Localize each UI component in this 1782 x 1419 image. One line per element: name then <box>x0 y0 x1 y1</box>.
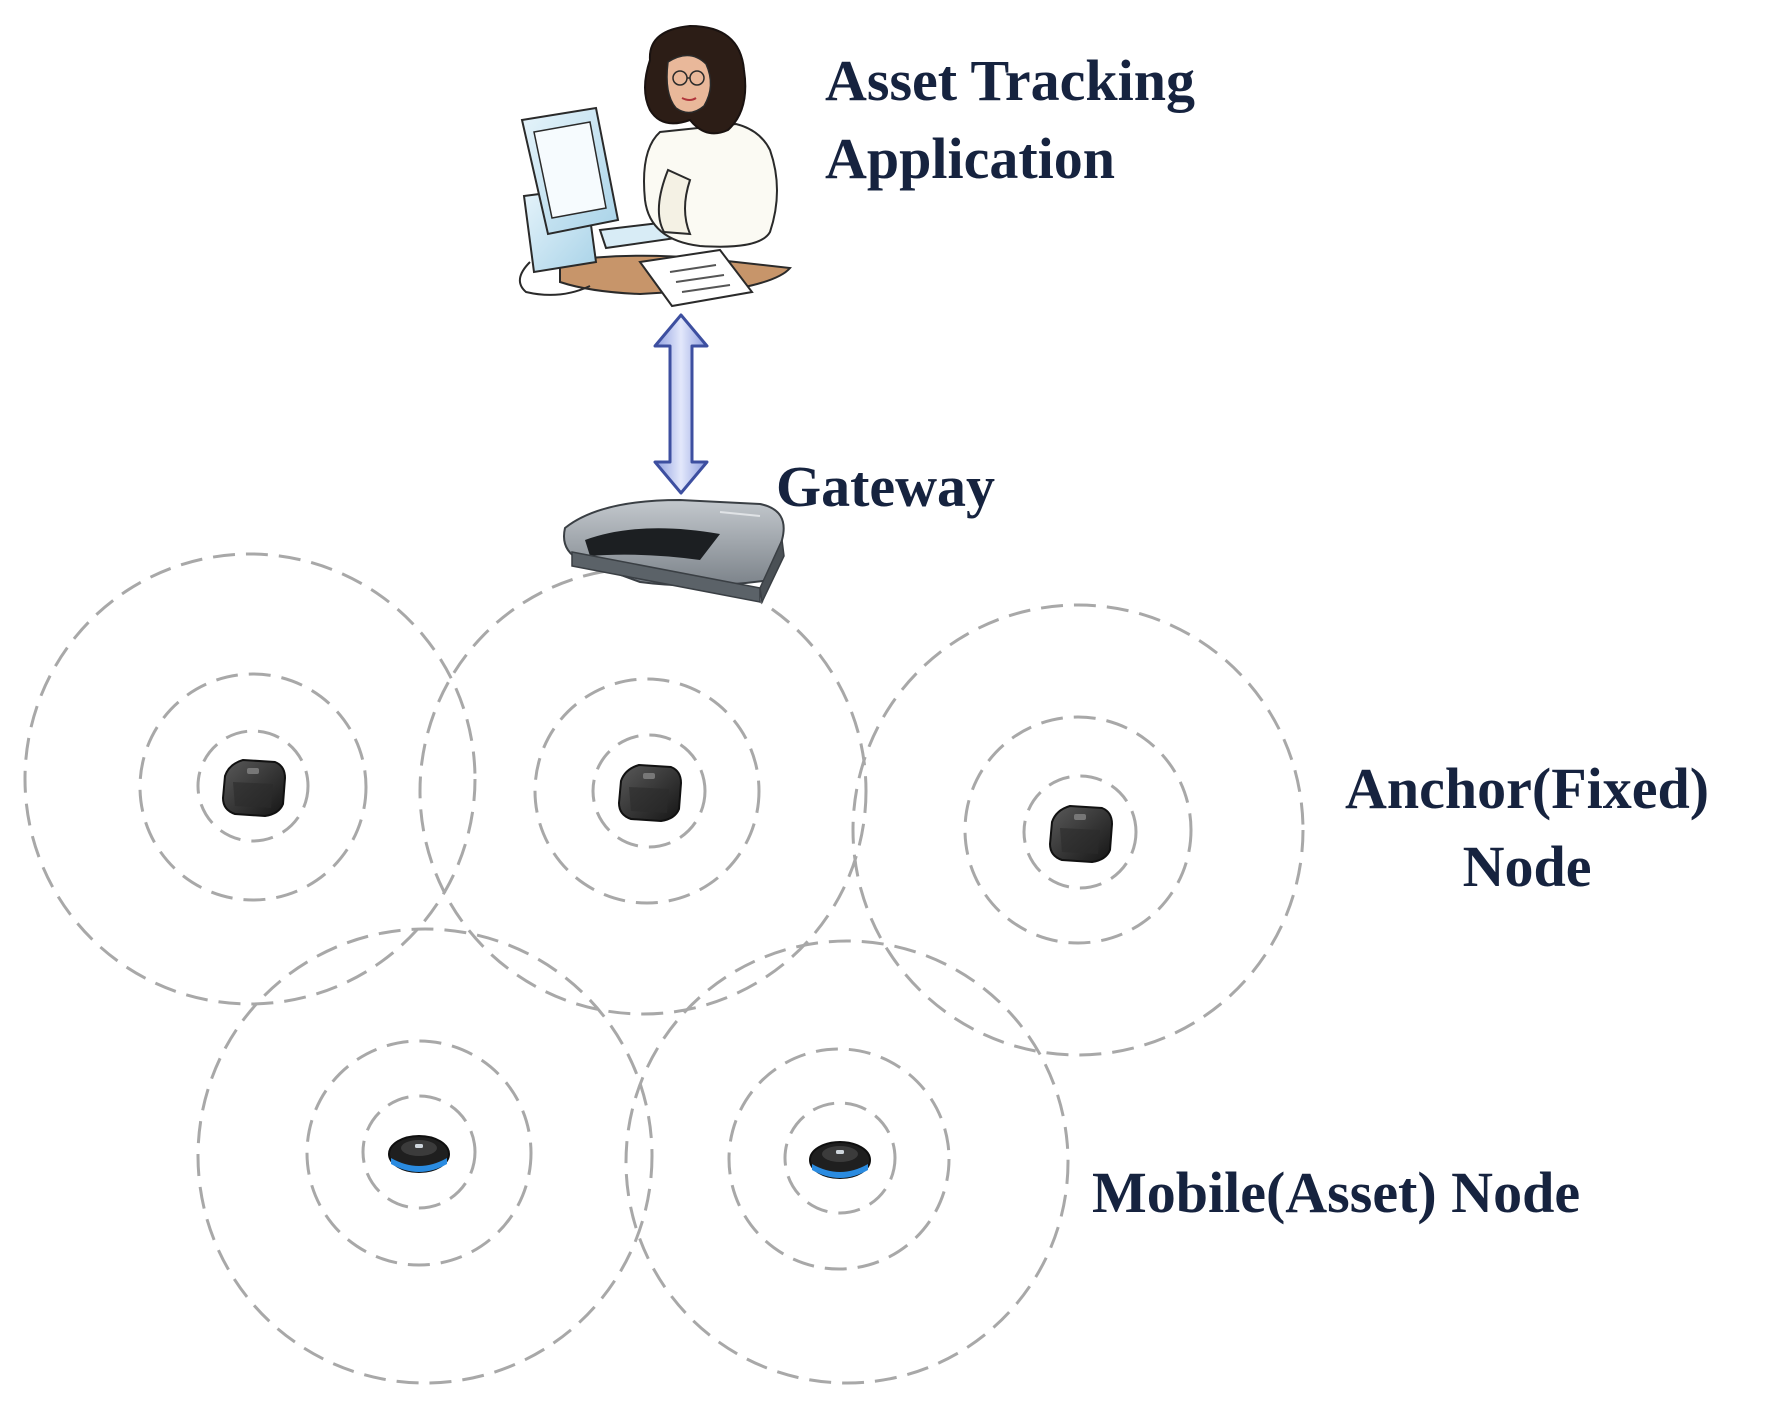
router-icon <box>563 498 785 605</box>
range-circle-anchor-2-outer <box>418 566 868 1016</box>
mobile-node-label-text: Mobile(Asset) Node <box>1092 1160 1581 1225</box>
application-label-line-2: Application <box>825 126 1116 191</box>
double-arrow-icon <box>653 313 709 495</box>
application-label-line-1: Asset Tracking <box>825 48 1196 113</box>
range-circle-anchor-1-outer <box>23 552 477 1006</box>
anchor-node-icon <box>617 763 683 823</box>
mobile-tag-icon <box>388 1135 450 1173</box>
range-circle-anchor-1-inner <box>196 729 310 843</box>
range-circle-anchor-3-outer <box>851 603 1305 1057</box>
range-circle-mobile-1-outer <box>196 927 654 1385</box>
gateway-label-text: Gateway <box>776 454 996 519</box>
range-circle-anchor-3-middle <box>963 715 1193 945</box>
range-circle-mobile-2-middle <box>727 1047 951 1271</box>
range-circle-anchor-2-middle <box>533 677 761 905</box>
anchor-node-label-line-2: Node <box>1462 834 1592 899</box>
range-circle-mobile-1-middle <box>305 1039 533 1267</box>
mobile-node-label: Mobile(Asset) Node <box>1092 1154 1580 1232</box>
anchor-node-icon <box>221 758 287 818</box>
anchor-node-label-line-1: Anchor(Fixed) <box>1345 756 1710 821</box>
range-circle-mobile-2-inner <box>783 1101 897 1215</box>
range-circle-anchor-3-inner <box>1022 774 1138 890</box>
range-circles <box>23 552 1305 1385</box>
anchor-node-label: Anchor(Fixed) Node <box>1345 750 1709 906</box>
application-label: Asset Tracking Application <box>825 42 1195 198</box>
person-at-computer-icon <box>519 24 792 308</box>
range-circle-anchor-2-inner <box>591 733 707 849</box>
range-circle-mobile-1-inner <box>361 1094 477 1210</box>
range-circle-anchor-1-middle <box>138 672 368 902</box>
anchor-node-icon <box>1048 804 1114 864</box>
mobile-tag-icon <box>809 1141 871 1179</box>
range-circle-mobile-2-outer <box>624 939 1070 1385</box>
gateway-label: Gateway <box>776 448 995 526</box>
